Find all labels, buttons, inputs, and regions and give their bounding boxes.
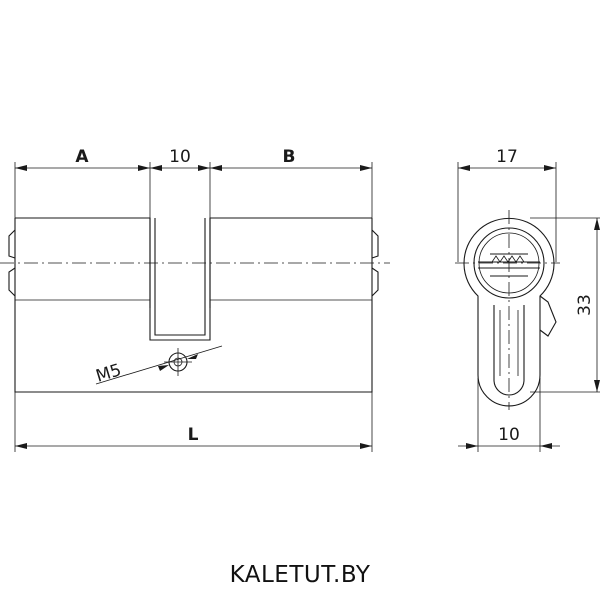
dim-bottom-label: 10 <box>498 425 520 445</box>
arrow-10b-right <box>540 443 552 449</box>
profile-outline <box>463 217 555 407</box>
arrow-b-left <box>210 165 222 171</box>
arrow-33-top <box>594 218 600 230</box>
left-end-chamfer <box>8 229 16 297</box>
arrow-10-right <box>198 165 210 171</box>
watermark: KALETUT.BY <box>229 562 371 588</box>
dim-b-label: B <box>283 147 296 167</box>
dim-a-label: A <box>75 147 89 167</box>
m5-arrow-a <box>158 365 169 371</box>
arrow-l-right <box>360 443 372 449</box>
arrow-b-right <box>360 165 372 171</box>
arrow-17-right <box>544 165 556 171</box>
m5-arrow-b <box>187 354 198 359</box>
arrow-17-left <box>458 165 470 171</box>
arrow-a-right <box>138 165 150 171</box>
pin-channel-inner <box>499 310 519 376</box>
cam-slot <box>149 218 211 341</box>
keyway-teeth <box>491 255 525 263</box>
cylinder-body-outline <box>14 217 373 393</box>
right-end-chamfer <box>371 229 379 297</box>
dim-width-label: 17 <box>496 147 518 167</box>
pin-channel <box>493 305 525 396</box>
m5-leader <box>95 345 223 385</box>
arrow-10b-left <box>466 443 478 449</box>
m5-label: M5 <box>94 360 124 387</box>
cam <box>539 295 557 337</box>
arrow-l-left <box>15 443 27 449</box>
arrow-33-bottom <box>594 380 600 392</box>
arrow-10-left <box>150 165 162 171</box>
side-view: 17 33 10 <box>455 147 600 452</box>
arrow-a-left <box>15 165 27 171</box>
dim-height-label: 33 <box>575 294 595 316</box>
dim-total-label: L <box>188 425 199 445</box>
front-view: M5 A 10 B L <box>0 147 390 452</box>
dim-center-label: 10 <box>169 147 191 167</box>
